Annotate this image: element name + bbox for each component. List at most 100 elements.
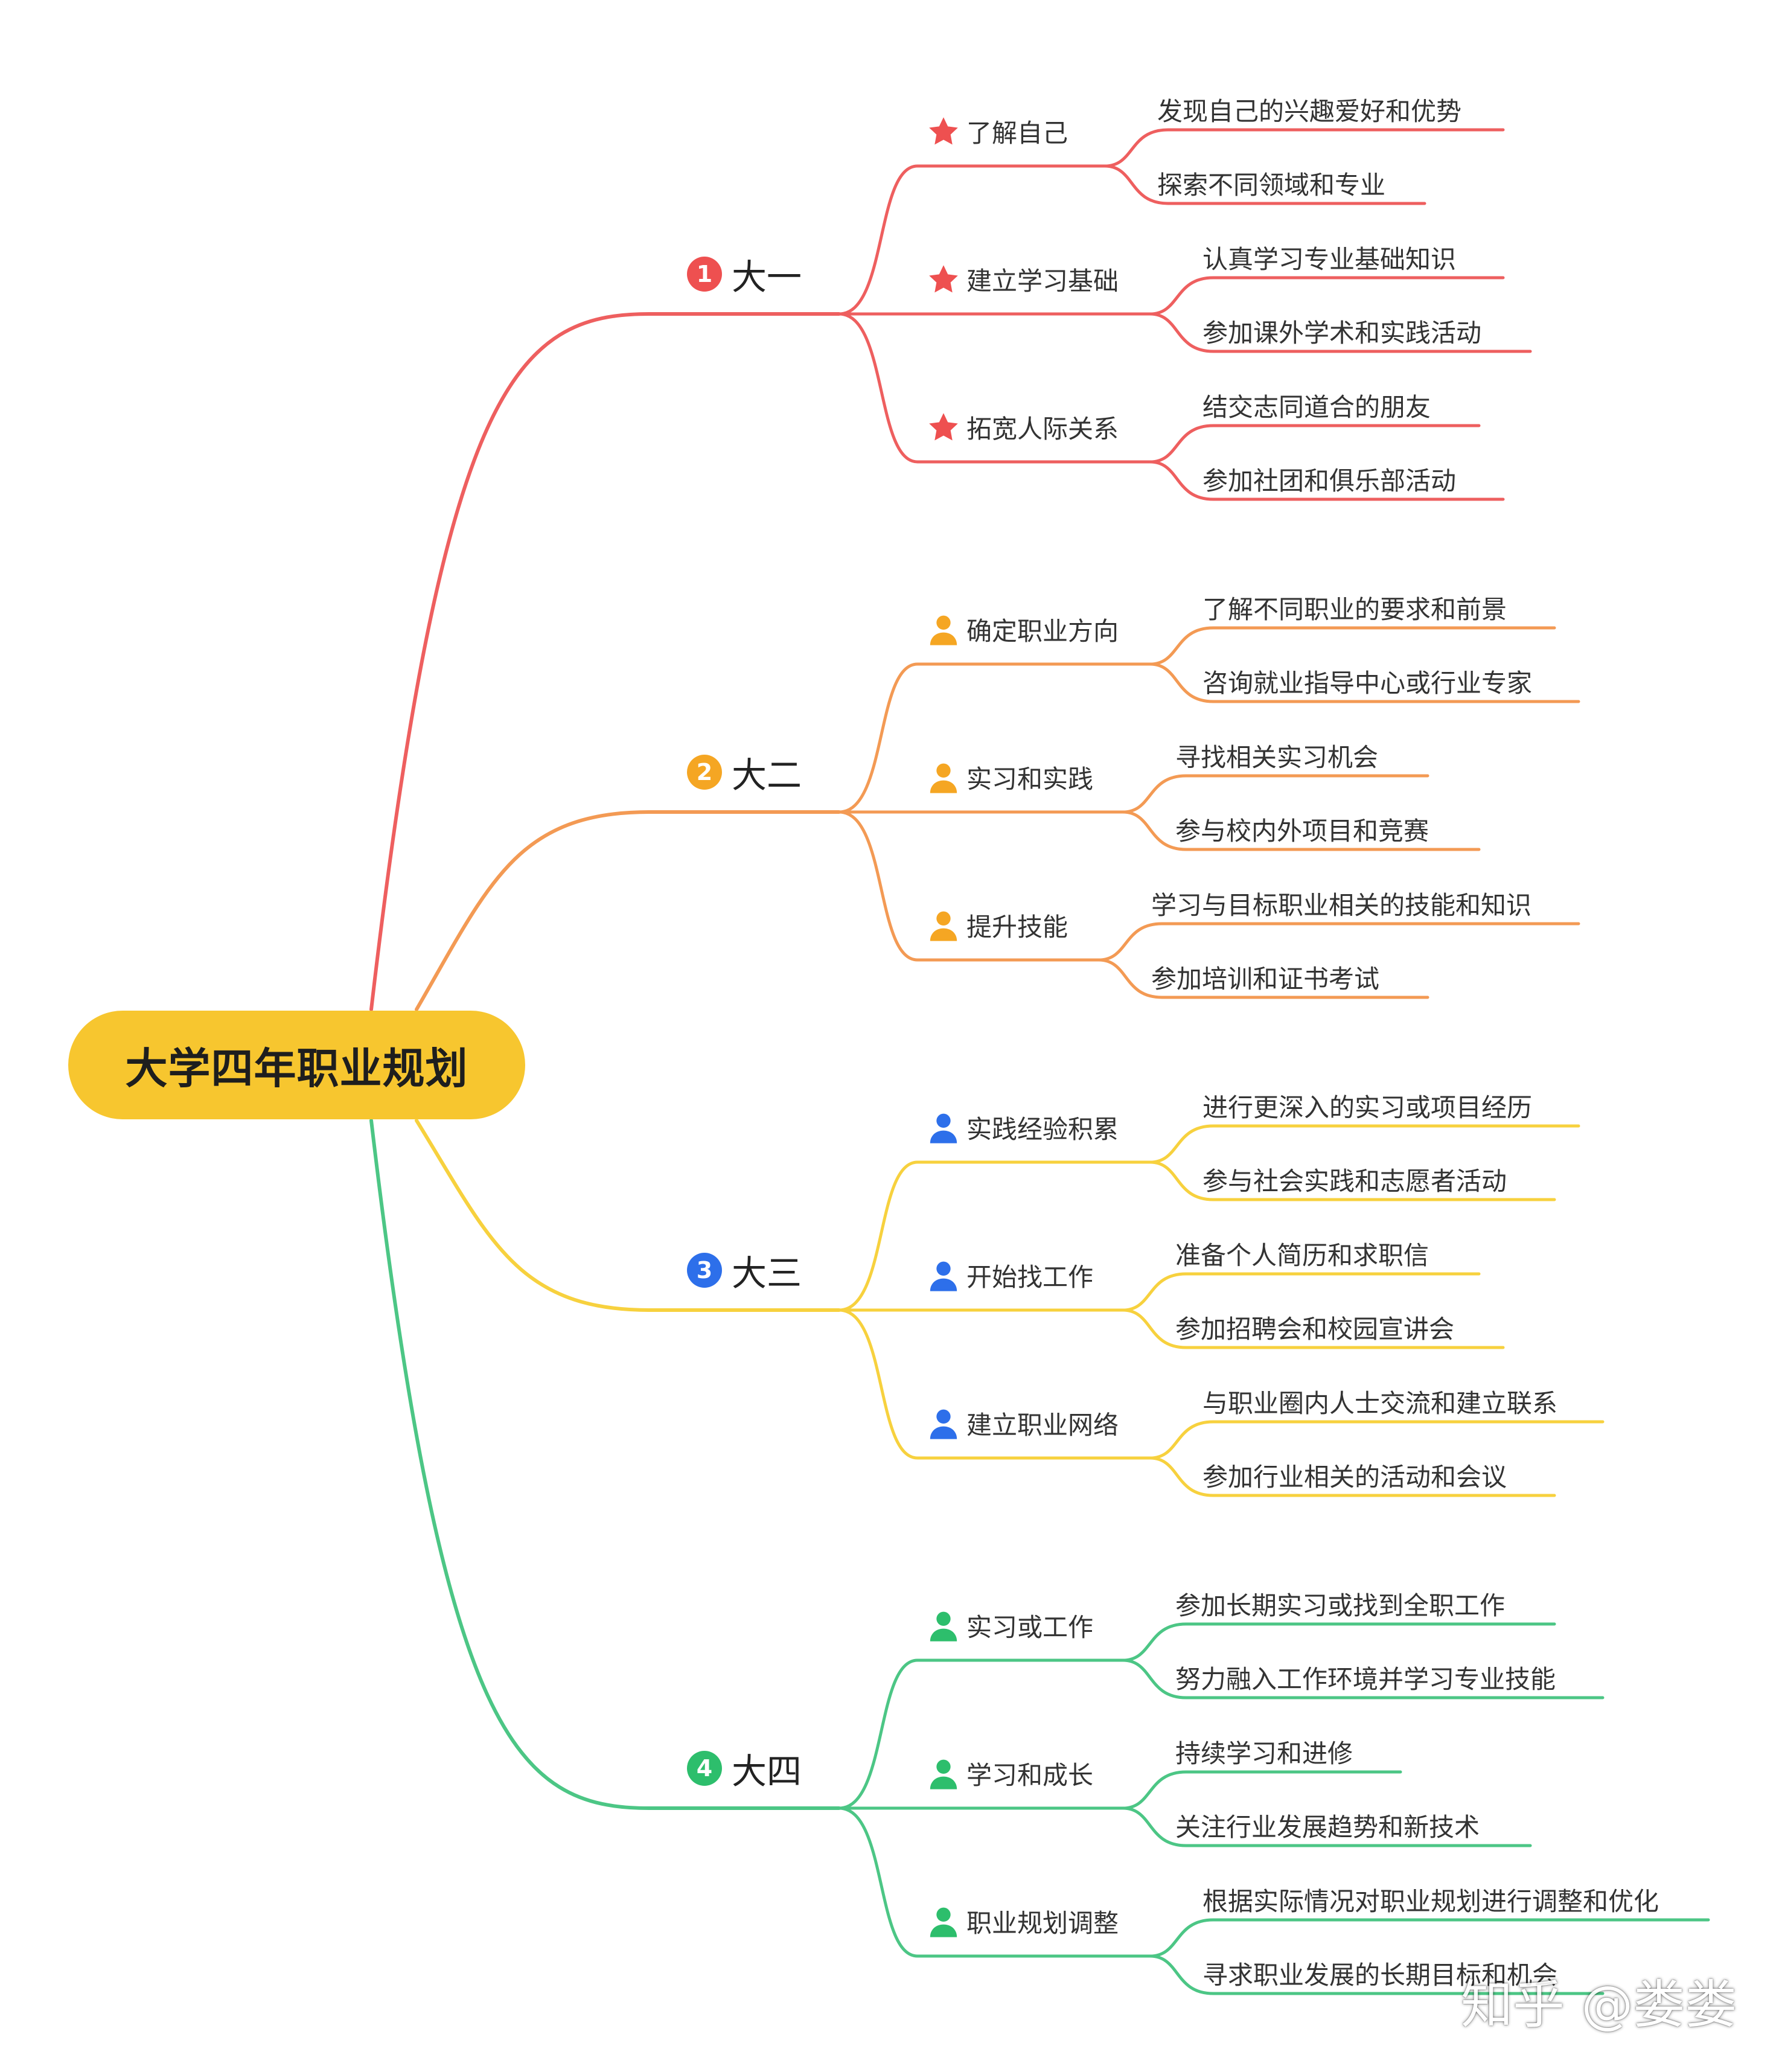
connector-leaf-4-1-2 [1121, 1658, 1605, 1699]
topic-node-2-3[interactable]: 提升技能 [927, 907, 1068, 944]
branch-label: 大四 [732, 1751, 802, 1792]
person-icon [927, 1259, 960, 1293]
topic-label: 了解自己 [966, 118, 1068, 148]
leaf-node-2-1-1[interactable]: 了解不同职业的要求和前景 [1202, 595, 1507, 624]
topic-label: 实习和实践 [966, 764, 1094, 794]
person-icon [927, 909, 960, 942]
connector-leaf-4-1-1 [1121, 1622, 1556, 1662]
leaf-node-2-1-2[interactable]: 咨询就业指导中心或行业专家 [1202, 668, 1533, 698]
connector-leaf-2-1-1 [1148, 626, 1556, 666]
topic-node-2-2[interactable]: 实习和实践 [927, 759, 1093, 796]
person-icon [927, 1111, 960, 1145]
connector-leaf-1-2-1 [1148, 276, 1505, 316]
topic-node-2-1[interactable]: 确定职业方向 [927, 611, 1119, 648]
connector-leaf-4-3-2 [1148, 1954, 1605, 1995]
branch-node-2[interactable]: 2 大二 [687, 747, 802, 798]
connector-branch-1-child-3 [837, 312, 1152, 464]
leaf-node-3-3-1[interactable]: 与职业圈内人士交流和建立联系 [1202, 1389, 1558, 1418]
leaf-node-1-2-2[interactable]: 参加课外学术和实践活动 [1202, 318, 1482, 348]
topic-label: 确定职业方向 [966, 616, 1119, 646]
connector-leaf-3-3-1 [1148, 1420, 1605, 1460]
leaf-node-4-2-1[interactable]: 持续学习和进修 [1175, 1739, 1353, 1768]
leaf-node-2-2-2[interactable]: 参与校内外项目和竞赛 [1175, 816, 1429, 846]
connector-leaf-4-2-2 [1121, 1806, 1532, 1847]
connector-branch-3-child-3 [837, 1308, 1152, 1460]
connector-leaf-1-3-2 [1148, 460, 1505, 501]
connector-leaf-3-3-2 [1148, 1456, 1556, 1497]
leaf-node-1-2-1[interactable]: 认真学习专业基础知识 [1202, 245, 1457, 274]
root-title: 大学四年职业规划 [125, 1043, 468, 1093]
person-icon [927, 761, 960, 795]
leaf-node-3-1-2[interactable]: 参与社会实践和志愿者活动 [1202, 1166, 1507, 1196]
leaf-node-3-2-2[interactable]: 参加招聘会和校园宣讲会 [1175, 1314, 1455, 1344]
connector-leaf-4-3-1 [1148, 1918, 1710, 1958]
number-badge-icon: 3 [687, 1253, 722, 1288]
connector-root-2 [415, 810, 841, 1011]
connector-leaf-1-1-1 [1103, 128, 1505, 168]
star-icon [927, 115, 960, 149]
leaf-node-3-3-2[interactable]: 参加行业相关的活动和会议 [1202, 1462, 1507, 1492]
connector-leaf-2-2-2 [1121, 810, 1481, 851]
connector-branch-1-child-1 [837, 164, 1107, 316]
leaf-node-1-1-1[interactable]: 发现自己的兴趣爱好和优势 [1157, 97, 1462, 126]
number-badge-icon: 2 [687, 755, 722, 790]
leaf-node-4-2-2[interactable]: 关注行业发展趋势和新技术 [1175, 1812, 1480, 1842]
topic-label: 拓宽人际关系 [966, 414, 1119, 444]
leaf-node-4-1-1[interactable]: 参加长期实习或找到全职工作 [1175, 1591, 1506, 1620]
topic-node-1-2[interactable]: 建立学习基础 [927, 261, 1119, 298]
topic-node-3-2[interactable]: 开始找工作 [927, 1257, 1093, 1294]
connector-leaf-2-2-1 [1121, 774, 1429, 814]
branch-label: 大二 [732, 755, 802, 796]
topic-label: 学习和成长 [966, 1760, 1094, 1790]
connector-branch-4-child-3 [837, 1806, 1152, 1958]
topic-node-4-2[interactable]: 学习和成长 [927, 1755, 1093, 1792]
leaf-node-1-3-2[interactable]: 参加社团和俱乐部活动 [1202, 466, 1457, 496]
topic-label: 建立学习基础 [966, 266, 1119, 296]
person-icon [927, 613, 960, 647]
star-icon [927, 263, 960, 296]
topic-label: 建立职业网络 [966, 1410, 1119, 1440]
star-icon [927, 411, 960, 444]
leaf-node-3-1-1[interactable]: 进行更深入的实习或项目经历 [1202, 1093, 1533, 1122]
connector-leaf-1-2-2 [1148, 312, 1532, 353]
person-icon [927, 1905, 960, 1939]
person-icon [927, 1757, 960, 1791]
connector-leaf-2-1-2 [1148, 662, 1580, 703]
topic-node-1-3[interactable]: 拓宽人际关系 [927, 409, 1119, 446]
connector-root-3 [415, 1119, 841, 1312]
connector-leaf-1-1-2 [1103, 164, 1426, 205]
topic-node-4-3[interactable]: 职业规划调整 [927, 1903, 1119, 1940]
branch-label: 大三 [732, 1253, 802, 1294]
leaf-node-4-3-2[interactable]: 寻求职业发展的长期目标和机会 [1202, 1960, 1558, 1990]
branch-label: 大一 [732, 257, 802, 298]
leaf-node-4-3-1[interactable]: 根据实际情况对职业规划进行调整和优化 [1202, 1887, 1659, 1916]
leaf-node-3-2-1[interactable]: 准备个人简历和求职信 [1175, 1241, 1429, 1270]
leaf-node-1-1-2[interactable]: 探索不同领域和专业 [1157, 170, 1386, 200]
connector-branch-3-child-1 [837, 1160, 1152, 1312]
topic-label: 提升技能 [966, 912, 1068, 942]
connector-leaf-3-1-1 [1148, 1124, 1580, 1164]
topic-label: 实习或工作 [966, 1613, 1094, 1642]
connector-leaf-3-2-1 [1121, 1272, 1481, 1312]
connector-leaf-1-3-1 [1148, 424, 1481, 464]
topic-label: 开始找工作 [966, 1262, 1094, 1292]
leaf-node-2-3-1[interactable]: 学习与目标职业相关的技能和知识 [1151, 891, 1532, 920]
leaf-node-1-3-1[interactable]: 结交志同道合的朋友 [1202, 392, 1431, 422]
person-icon [927, 1609, 960, 1643]
branch-node-3[interactable]: 3 大三 [687, 1245, 802, 1296]
topic-node-3-3[interactable]: 建立职业网络 [927, 1405, 1119, 1442]
leaf-node-4-1-2[interactable]: 努力融入工作环境并学习专业技能 [1175, 1664, 1556, 1694]
topic-node-3-1[interactable]: 实践经验积累 [927, 1109, 1119, 1146]
connector-leaf-3-2-2 [1121, 1308, 1505, 1349]
root-node[interactable]: 大学四年职业规划 [68, 1011, 525, 1119]
topic-node-4-1[interactable]: 实习或工作 [927, 1607, 1093, 1644]
topic-label: 实践经验积累 [966, 1114, 1119, 1144]
leaf-node-2-2-1[interactable]: 寻找相关实习机会 [1175, 743, 1379, 772]
topic-node-1-1[interactable]: 了解自己 [927, 113, 1068, 150]
connector-root-1 [369, 312, 841, 1011]
connector-leaf-3-1-2 [1148, 1160, 1556, 1201]
leaf-node-2-3-2[interactable]: 参加培训和证书考试 [1151, 964, 1380, 994]
